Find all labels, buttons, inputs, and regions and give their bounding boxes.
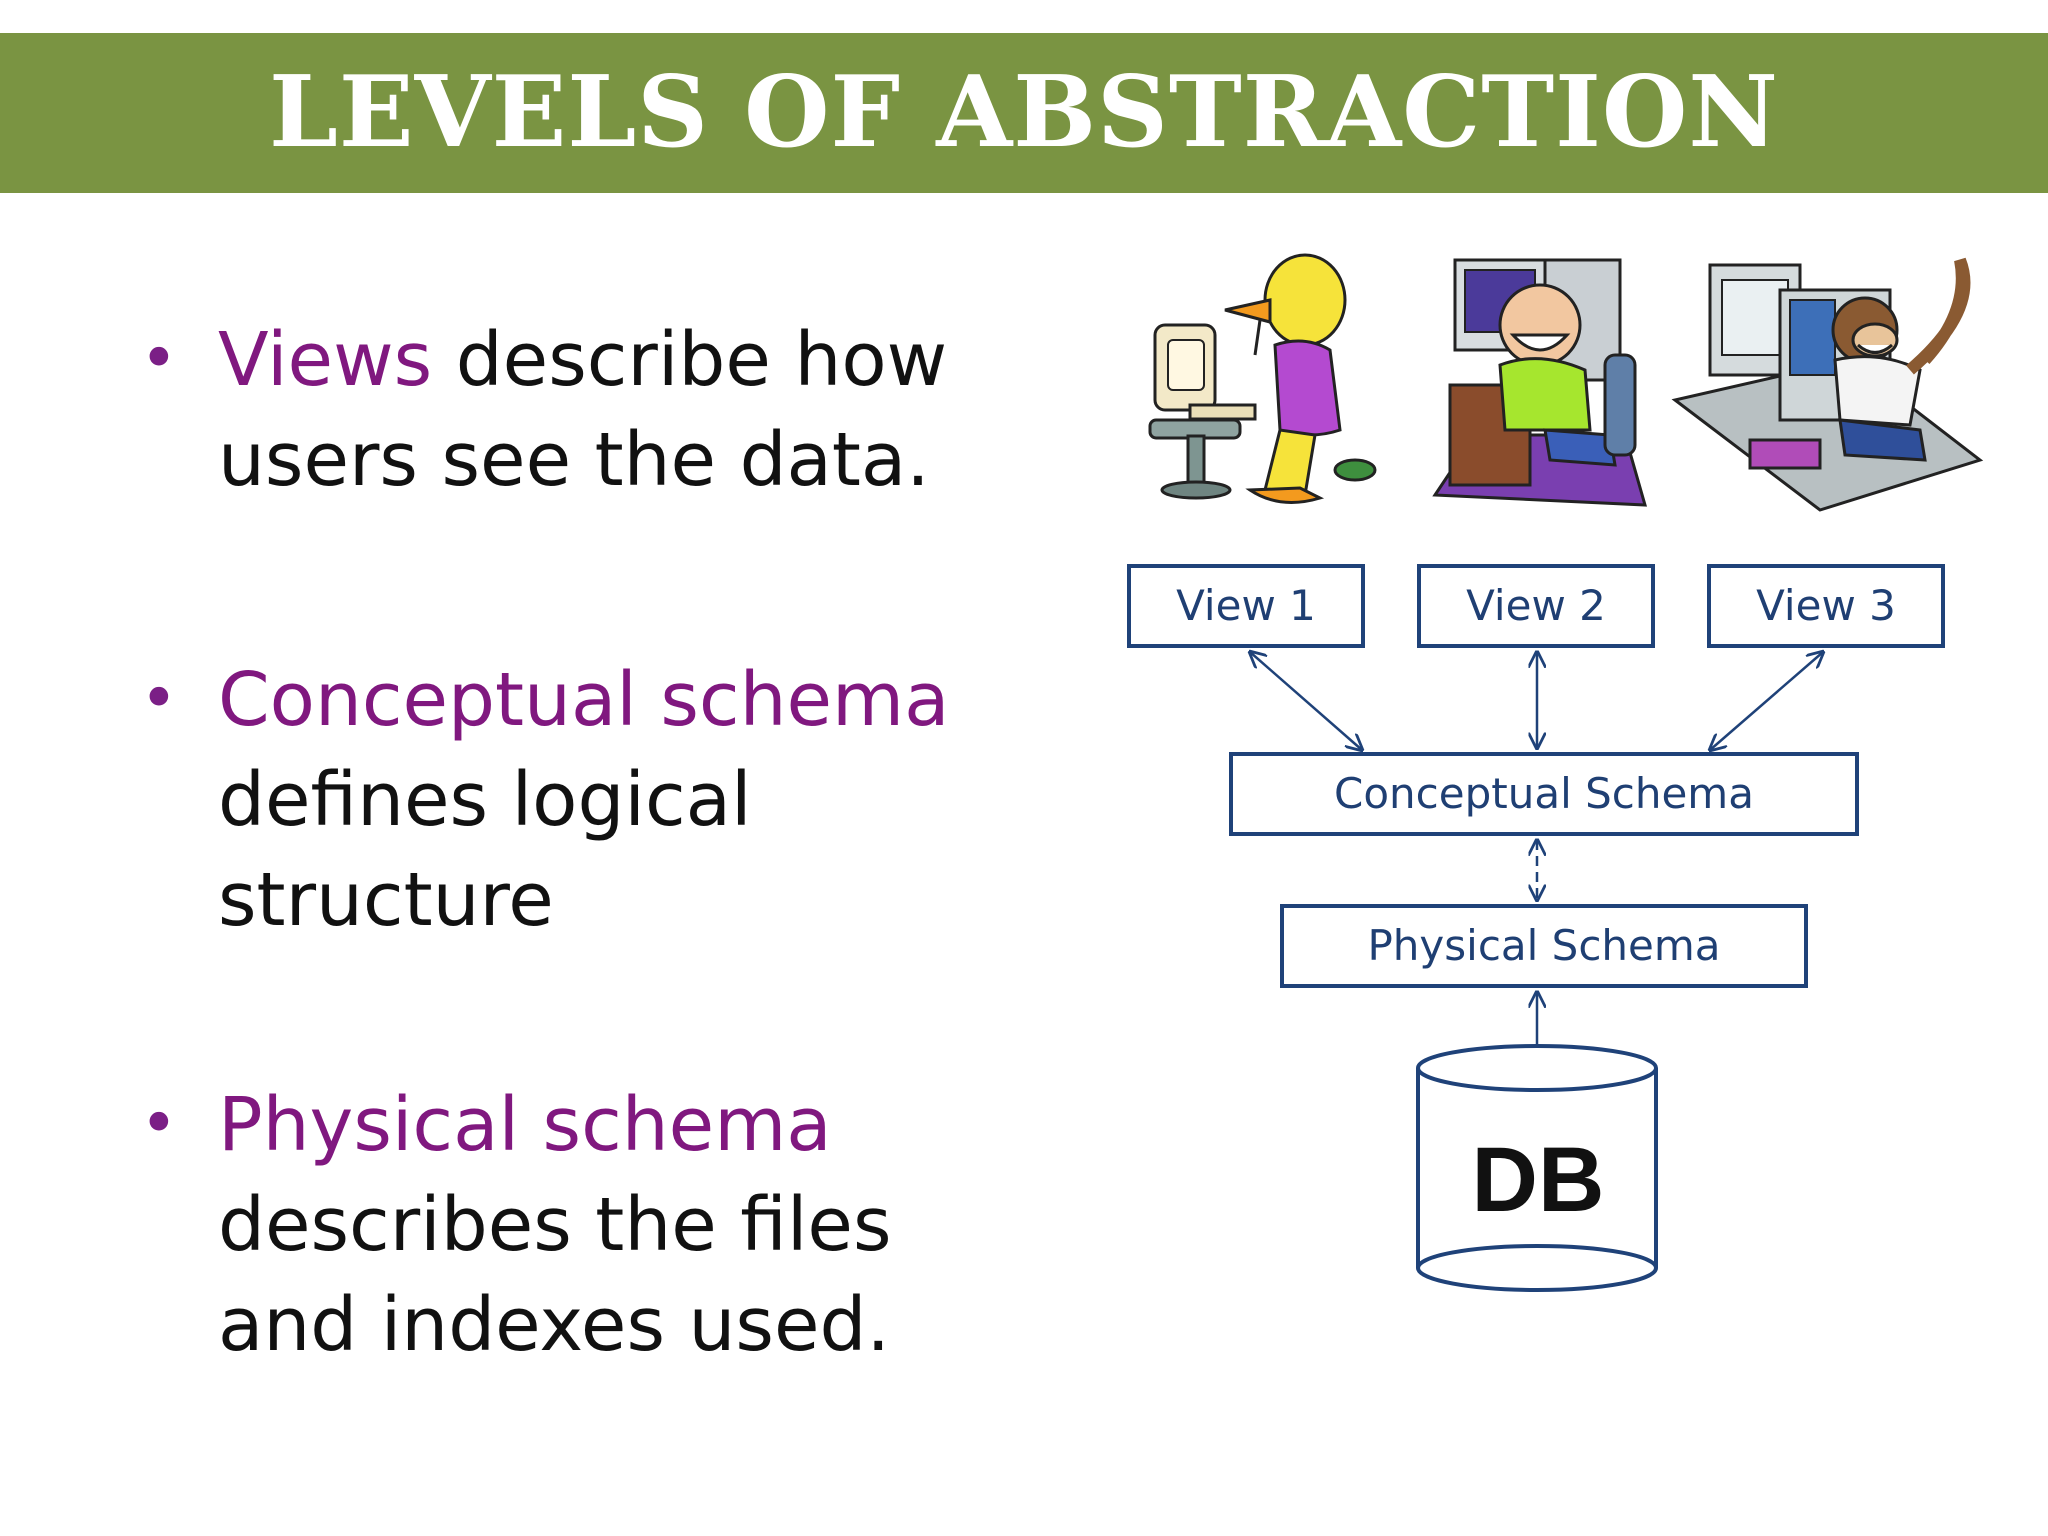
bullet-text: Views describe how users see the data. <box>218 310 1058 510</box>
grinning-man-at-computer-cartoon <box>1432 258 1648 507</box>
view-3-label: View 3 <box>1756 581 1896 630</box>
bullet-line2: defines logical <box>218 757 752 843</box>
bullet-keyword: Conceptual schema <box>218 657 950 743</box>
bullet-keyword: Views <box>218 317 433 403</box>
conceptual-schema-box: Conceptual Schema <box>1229 752 1859 836</box>
arrow-view3-conceptual <box>1710 652 1823 750</box>
view-3-box: View 3 <box>1707 564 1945 648</box>
title-bar: LEVELS OF ABSTRACTION <box>0 33 2048 193</box>
view-2-label: View 2 <box>1466 581 1606 630</box>
db-label: DB <box>1471 1129 1605 1231</box>
bullet-dot: • <box>140 662 178 736</box>
physical-schema-box: Physical Schema <box>1280 904 1808 988</box>
physical-schema-label: Physical Schema <box>1367 921 1721 970</box>
bullet-keyword: Physical schema <box>218 1082 832 1168</box>
bullet-line3: structure <box>218 857 554 943</box>
view-2-box: View 2 <box>1417 564 1655 648</box>
conceptual-schema-label: Conceptual Schema <box>1334 769 1754 818</box>
duck-at-computer-cartoon <box>1148 253 1377 504</box>
bullet-line2: describes the files <box>218 1182 892 1268</box>
bullet-line2: users see the data. <box>218 417 930 503</box>
db-cylinder <box>1416 1044 1658 1292</box>
view-1-box: View 1 <box>1127 564 1365 648</box>
bullet-text: Conceptual schema defines logical struct… <box>218 650 1058 950</box>
bullet-dot: • <box>140 322 178 396</box>
slide-title: LEVELS OF ABSTRACTION <box>269 55 1779 170</box>
view-1-label: View 1 <box>1176 581 1316 630</box>
arrow-view1-conceptual <box>1250 652 1362 750</box>
bullet-dot: • <box>140 1087 178 1161</box>
bullet-line1-rest: describe how <box>432 317 948 403</box>
bullet-line3: and indexes used. <box>218 1282 890 1368</box>
bullet-text: Physical schema describes the files and … <box>218 1075 1058 1375</box>
monkey-at-computer-cartoon <box>1671 257 1984 512</box>
